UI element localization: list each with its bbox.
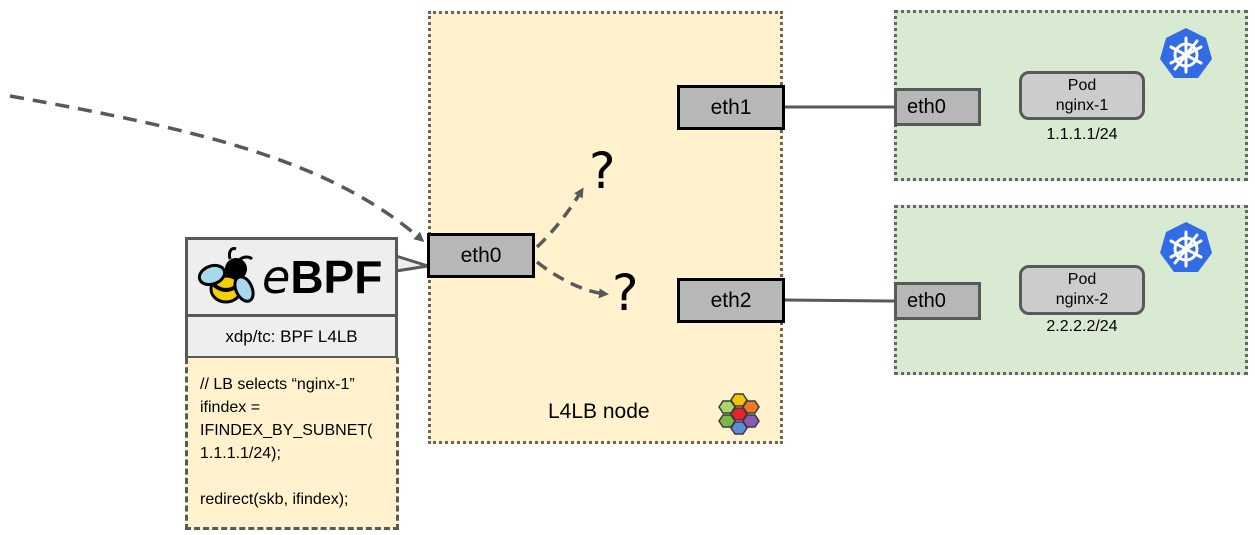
pod-kind: Pod (1067, 271, 1097, 288)
ebpf-program-label: xdp/tc: BPF L4LB (185, 314, 398, 359)
l4lb-eth0[interactable]: eth0 (427, 233, 535, 278)
ingress-traffic-arrow (9, 94, 425, 242)
pod-nginx-2[interactable]: Pod nginx-2 (1019, 265, 1145, 315)
l4lb-eth2[interactable]: eth2 (677, 278, 785, 323)
pod-nginx-1[interactable]: Pod nginx-1 (1019, 71, 1145, 120)
ebpf-program-label-text: xdp/tc: BPF L4LB (225, 326, 358, 346)
ebpf-code-snippet: // LB selects “nginx-1” ifindex = IFINDE… (185, 358, 399, 530)
l4lb-node-box (428, 11, 783, 444)
kubernetes-icon-1 (1160, 28, 1212, 78)
iface-label: eth1 (710, 95, 752, 119)
iface-label: eth0 (460, 243, 502, 267)
pod-name: nginx-2 (1055, 291, 1109, 308)
pod-1-ip: 1.1.1.1/24 (1046, 126, 1118, 143)
l4lb-eth1[interactable]: eth1 (677, 85, 785, 130)
pod-1-eth0[interactable]: eth0 (894, 88, 981, 126)
cilium-hexagon-icon (718, 393, 760, 435)
ebpf-wordmark-e: e (262, 250, 291, 304)
pod-2-eth0[interactable]: eth0 (894, 282, 981, 320)
ebpf-wordmark: eBPF (262, 252, 382, 302)
question-mark-1: ? (589, 142, 616, 200)
ebpf-bee-icon (197, 247, 255, 304)
ebpf-wordmark-bpf: BPF (290, 251, 383, 303)
question-mark-2: ? (612, 264, 639, 322)
iface-label: eth0 (907, 95, 946, 118)
pod-kind: Pod (1067, 77, 1097, 94)
kubernetes-icon-2 (1160, 222, 1212, 272)
pod-2-ip: 2.2.2.2/24 (1046, 318, 1118, 335)
link-eth2-pod2 (784, 298, 895, 303)
iface-label: eth2 (710, 288, 752, 312)
iface-label: eth0 (907, 289, 946, 312)
l4lb-node-label: L4LB node (548, 400, 650, 423)
pod-name: nginx-1 (1055, 97, 1109, 114)
callout-pointer (395, 254, 429, 273)
